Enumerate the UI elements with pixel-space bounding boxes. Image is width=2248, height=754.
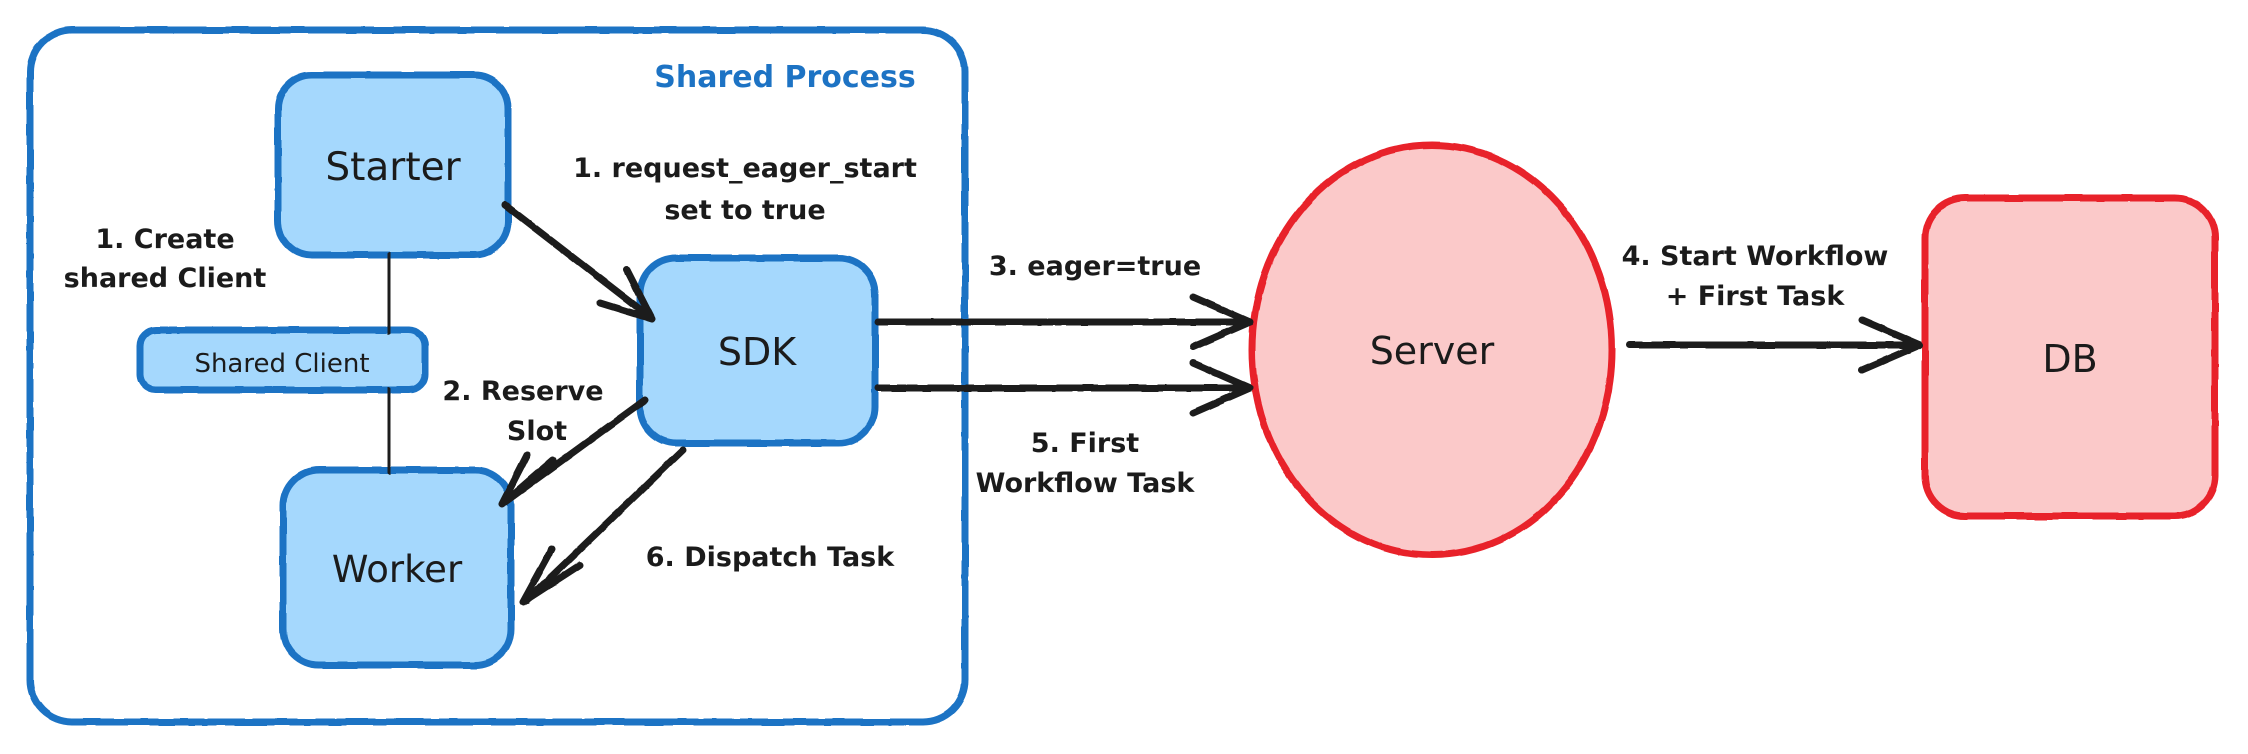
group-shared-process (26, 26, 969, 726)
edge-request-eager-start-label-line-1: 1. request_eager_start (573, 153, 917, 184)
node-worker[interactable]: Worker (279, 466, 515, 669)
node-server-shape (1248, 141, 1616, 559)
edge-start-workflow-label-line-2: + First Task (1666, 281, 1846, 312)
edge-reserve-slot-label-line-2: Slot (507, 416, 567, 447)
node-starter-label: Starter (325, 145, 461, 190)
edge-request-eager-start-line (501, 201, 654, 321)
edge-create-shared-client-line-lower (385, 387, 393, 475)
node-server[interactable]: Server (1248, 141, 1616, 559)
node-starter[interactable]: Starter (274, 71, 512, 259)
node-server-label: Server (1370, 329, 1495, 373)
node-worker-label: Worker (332, 548, 463, 591)
edge-start-workflow-arrowhead (1858, 316, 1924, 374)
edge-dispatch-task-line (523, 446, 687, 604)
edge-create-shared-client-line-upper (385, 252, 393, 335)
edge-dispatch-task (519, 446, 687, 606)
edge-request-eager-start-arrowhead (596, 266, 656, 323)
edge-reserve-slot-label-line-1: 2. Reserve (442, 376, 603, 407)
node-shared-client-shape (136, 326, 429, 394)
shared-process-boundary (26, 26, 969, 726)
edge-first-workflow-task (874, 359, 1254, 417)
edge-reserve-slot-arrowhead (498, 451, 557, 508)
edge-eager-true-arrowhead (1189, 293, 1254, 351)
node-shared-client[interactable]: Shared Client (136, 326, 429, 394)
group-title-shared-process: Shared Process (654, 60, 916, 95)
edge-create-shared-client-label-line-2: shared Client (64, 263, 267, 294)
node-sdk[interactable]: SDK (636, 254, 879, 447)
edge-start-workflow (1626, 316, 1924, 374)
node-db[interactable]: DB (1921, 194, 2219, 520)
edge-request-eager-start (501, 201, 656, 323)
node-db-label: DB (2042, 337, 2097, 381)
edge-create-shared-client (385, 252, 393, 475)
edge-eager-true (874, 293, 1254, 351)
node-sdk-shape (636, 254, 879, 447)
edge-first-workflow-task-label-line-1: 5. First (1031, 428, 1140, 459)
node-worker-shape (279, 466, 515, 669)
node-db-shape (1921, 194, 2219, 520)
node-shared-client-label: Shared Client (194, 349, 369, 379)
edge-eager-true-label-line-1: 3. eager=true (989, 251, 1201, 282)
edge-first-workflow-task-arrowhead (1189, 359, 1254, 417)
edge-dispatch-task-arrowhead (519, 545, 584, 606)
edge-first-workflow-task-label-line-2: Workflow Task (976, 468, 1196, 499)
edge-start-workflow-label-line-1: 4. Start Workflow (1622, 241, 1889, 272)
edge-dispatch-task-label-line-1: 6. Dispatch Task (646, 542, 895, 573)
node-sdk-label: SDK (718, 330, 797, 374)
edge-request-eager-start-label-line-2: set to true (664, 195, 825, 226)
edge-reserve-slot (498, 396, 649, 508)
edge-create-shared-client-label-line-1: 1. Create (95, 224, 234, 255)
